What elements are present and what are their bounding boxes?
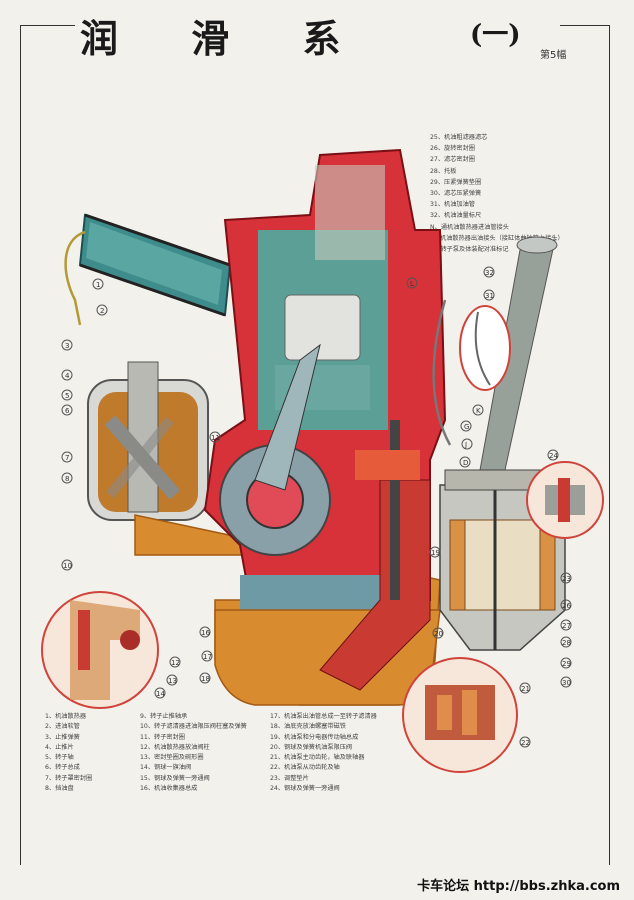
svg-text:28: 28 bbox=[562, 639, 571, 647]
svg-text:2: 2 bbox=[100, 307, 104, 315]
svg-text:32: 32 bbox=[485, 269, 494, 277]
legend-item: 11、转子密封圈 bbox=[140, 733, 185, 741]
svg-text:4: 4 bbox=[65, 372, 70, 380]
legend-item: 3、止推弹簧 bbox=[45, 733, 80, 741]
legend-item: 32、机油油量标尺 bbox=[430, 212, 482, 220]
legend-item: 5、转子轴 bbox=[45, 754, 74, 762]
legend-item: 28、托板 bbox=[430, 167, 457, 175]
legend-item: 14、钢球一旗油阀 bbox=[140, 764, 192, 772]
svg-text:12: 12 bbox=[171, 659, 180, 667]
detail-circle-valve bbox=[41, 591, 159, 709]
legend-item: 24、钢球及弹簧一旁通阀 bbox=[270, 785, 340, 793]
legend-item: 25、机油粗滤器滤芯 bbox=[430, 134, 488, 141]
svg-text:18: 18 bbox=[201, 675, 210, 683]
svg-text:16: 16 bbox=[201, 629, 210, 637]
detail-circle-bypass bbox=[526, 461, 604, 539]
svg-text:G: G bbox=[464, 423, 469, 431]
svg-text:13: 13 bbox=[168, 677, 177, 685]
legend-item: 10、转子滤清器进油限压阀柱塞及弹簧 bbox=[140, 723, 247, 731]
svg-text:14: 14 bbox=[156, 690, 165, 698]
legend-item: 21、机油泵主动齿轮，轴及联轴器 bbox=[270, 754, 365, 762]
legend-item: 1、机油散热器 bbox=[45, 713, 87, 720]
legend-item: 30、滤芯压紧弹簧 bbox=[430, 190, 482, 198]
frame-top-line-right bbox=[560, 25, 610, 26]
svg-text:26: 26 bbox=[562, 602, 571, 610]
legend-item: 13、密封垫圈及碗形圈 bbox=[140, 754, 204, 762]
legend-item: 4、止推片 bbox=[45, 743, 74, 751]
oil-radiator bbox=[64, 213, 232, 326]
page-subtitle: (一) bbox=[470, 20, 521, 50]
legend-item: 2、进油软管 bbox=[45, 723, 80, 731]
watermark: 卡车论坛 http://bbs.zhka.com bbox=[417, 879, 620, 894]
svg-text:24: 24 bbox=[549, 452, 558, 460]
page-title: 润 滑 系 bbox=[80, 16, 371, 61]
legend-item: R、转子泵及体装配对准标记 bbox=[430, 246, 509, 254]
legend-item: 16、机油收集器总成 bbox=[140, 785, 198, 793]
legend-item: N、通机油散热器进油管接头 bbox=[430, 223, 509, 231]
svg-text:D: D bbox=[463, 459, 468, 467]
svg-text:K: K bbox=[476, 407, 481, 415]
svg-text:11: 11 bbox=[211, 434, 220, 442]
svg-text:L: L bbox=[410, 280, 414, 288]
legend-top: 25、机油粗滤器滤芯 26、旋转密封圈 27、滤芯密封圈 28、托板 29、压紧… bbox=[430, 132, 620, 255]
legend-item: 26、旋转密封圈 bbox=[430, 145, 475, 153]
legend-item: 27、滤芯密封圈 bbox=[430, 156, 475, 164]
svg-text:22: 22 bbox=[521, 739, 530, 747]
rotor-filter bbox=[87, 361, 209, 521]
legend-item: 9、转子止推轴承 bbox=[140, 713, 188, 720]
legend-item: 12、机油散热器放油阀柱 bbox=[140, 743, 210, 751]
frame-top-line-left bbox=[20, 25, 75, 26]
sheet-label: 第5幅 bbox=[540, 50, 567, 61]
legend-item: 31、机油加油管 bbox=[430, 201, 475, 209]
legend-col-3: 17、机油泵出油管总成一至转子滤清器 18、油底壳放油螺塞带磁铁 19、机油泵和… bbox=[270, 712, 377, 794]
detail-circle-pump bbox=[402, 657, 518, 773]
svg-text:19: 19 bbox=[431, 549, 440, 557]
svg-text:20: 20 bbox=[434, 630, 443, 638]
svg-text:21: 21 bbox=[521, 685, 530, 693]
legend-item: 6、转子总成 bbox=[45, 764, 80, 772]
frame-left-line bbox=[20, 25, 21, 865]
callouts: 1 2 3 4 5 6 7 8 10 11 12 13 14 16 17 18 … bbox=[61, 266, 572, 748]
legend-item: 18、油底壳放油螺塞带磁铁 bbox=[270, 723, 346, 731]
svg-text:23: 23 bbox=[562, 575, 571, 583]
svg-text:6: 6 bbox=[65, 407, 70, 415]
dipstick bbox=[432, 299, 452, 446]
svg-text:3: 3 bbox=[65, 342, 69, 350]
legend-item: 23、调整垫片 bbox=[270, 774, 309, 782]
legend-col-2: 9、转子止推轴承 10、转子滤清器进油限压阀柱塞及弹簧 11、转子密封圈 12、… bbox=[140, 712, 247, 794]
legend-item: 7、转子罩密封圈 bbox=[45, 774, 93, 782]
svg-text:29: 29 bbox=[562, 660, 571, 668]
svg-text:5: 5 bbox=[65, 392, 69, 400]
svg-text:30: 30 bbox=[562, 679, 571, 687]
svg-text:7: 7 bbox=[65, 454, 69, 462]
legend-col-1: 1、机油散热器 2、进油软管 3、止推弹簧 4、止推片 5、转子轴 6、转子总成… bbox=[45, 712, 92, 794]
frame-right-line bbox=[609, 25, 610, 865]
svg-text:8: 8 bbox=[65, 475, 69, 483]
svg-text:27: 27 bbox=[562, 622, 571, 630]
legend-item: 19、机油泵和分电器传动轴总成 bbox=[270, 733, 359, 741]
svg-text:31: 31 bbox=[485, 292, 494, 300]
oil-filler-tube bbox=[479, 236, 558, 471]
svg-text:17: 17 bbox=[203, 653, 212, 661]
legend-item: 20、钢球及弹簧机油泵限压阀 bbox=[270, 743, 353, 751]
svg-text:10: 10 bbox=[63, 562, 72, 570]
legend-item: 29、压紧弹簧垫圈 bbox=[430, 178, 482, 186]
svg-text:1: 1 bbox=[96, 281, 100, 289]
svg-text:J: J bbox=[464, 441, 467, 449]
legend-item: 15、钢球及弹簧一旁通阀 bbox=[140, 774, 210, 782]
legend-item: 17、机油泵出油管总成一至转子滤清器 bbox=[270, 713, 377, 720]
coarse-filter bbox=[439, 469, 566, 651]
legend-item: 22、机油泵从动齿轮及轴 bbox=[270, 764, 340, 772]
detail-circle-dipstick bbox=[459, 305, 511, 391]
oil-pump-shaft bbox=[319, 420, 431, 691]
legend-item: 8、挡油盘 bbox=[45, 785, 74, 793]
legend-item: P、机油散热器出油接头（接缸体曲轴箱上接头） bbox=[430, 234, 564, 242]
